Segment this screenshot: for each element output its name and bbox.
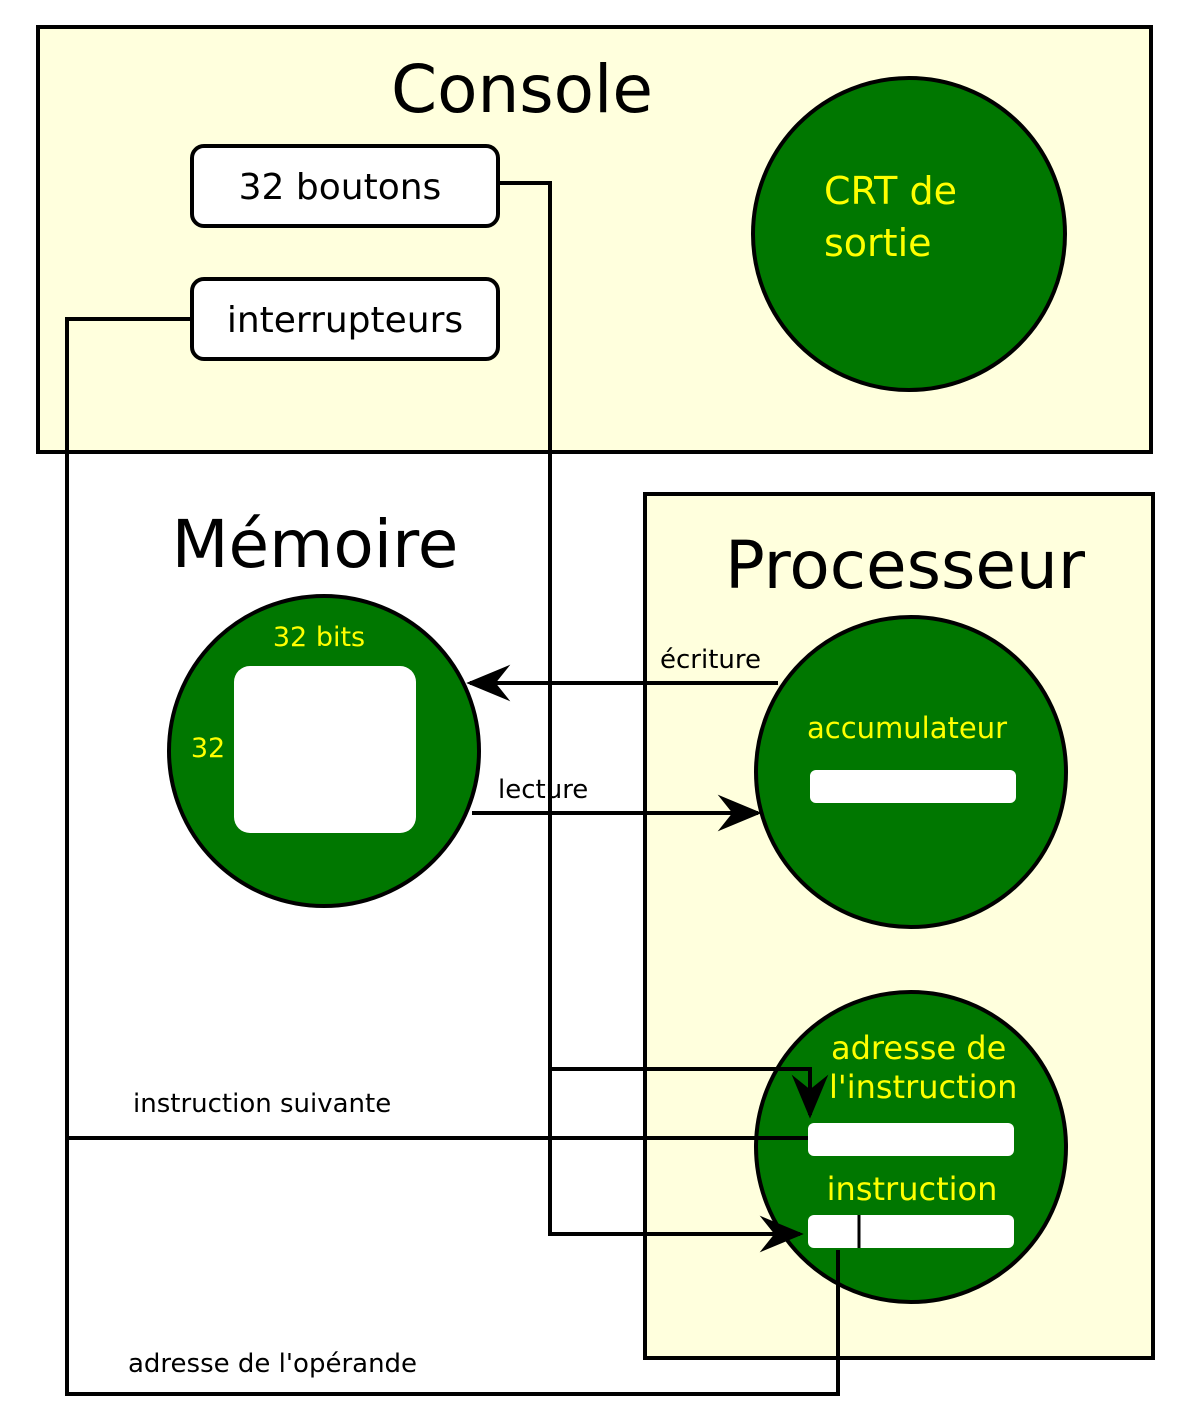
switches-label: interrupteurs: [227, 300, 463, 341]
processor-title: Processeur: [725, 527, 1086, 604]
memory-grid: [234, 666, 416, 833]
console-panel: Console 32 boutons interrupteurs CRT de …: [36, 25, 1153, 454]
instruction-address-register: [808, 1123, 1014, 1156]
instruction-label: instruction: [827, 1170, 998, 1208]
switches-box: interrupteurs: [190, 277, 500, 361]
accumulator-node: accumulateur: [754, 615, 1068, 929]
operand-address-label: adresse de l'opérande: [128, 1349, 417, 1379]
buttons-box-shape: [190, 144, 500, 228]
memory-section: Mémoire 32 bits 32: [167, 506, 481, 908]
read-label: lecture: [498, 775, 588, 805]
processor-panel: Processeur accumulateur adresse de l'ins…: [643, 492, 1155, 1360]
accumulator-label: accumulateur: [807, 711, 1007, 745]
next-instruction-label: instruction suivante: [133, 1089, 391, 1119]
buttons-box: 32 boutons: [190, 144, 500, 228]
buttons-label: 32 boutons: [239, 167, 442, 208]
memory-title: Mémoire: [172, 506, 459, 583]
crt-label-line2: sortie: [824, 221, 932, 265]
crt-label-line1: CRT de: [824, 169, 957, 213]
crt-circle: [751, 76, 1067, 392]
switches-and-operand-address-line: [65, 317, 840, 1396]
crt-output-node: CRT de sortie: [751, 76, 1067, 392]
instruction-register: [808, 1215, 1014, 1248]
console-title: Console: [391, 51, 653, 128]
write-label: écriture: [660, 645, 761, 675]
memory-width-label: 32 bits: [273, 622, 365, 653]
instruction-address-label-line1: adresse de: [831, 1029, 1006, 1067]
connections: écriture lecture instruction suivante ad…: [65, 181, 840, 1396]
memory-height-label: 32: [191, 733, 225, 764]
buttons-to-instruction-address-line: [550, 1067, 829, 1119]
instruction-address-label-line2: l'instruction: [829, 1068, 1017, 1106]
buttons-to-instruction-line: [498, 181, 804, 1253]
accumulator-register: [810, 770, 1016, 803]
control-node: adresse de l'instruction instruction: [754, 990, 1068, 1304]
